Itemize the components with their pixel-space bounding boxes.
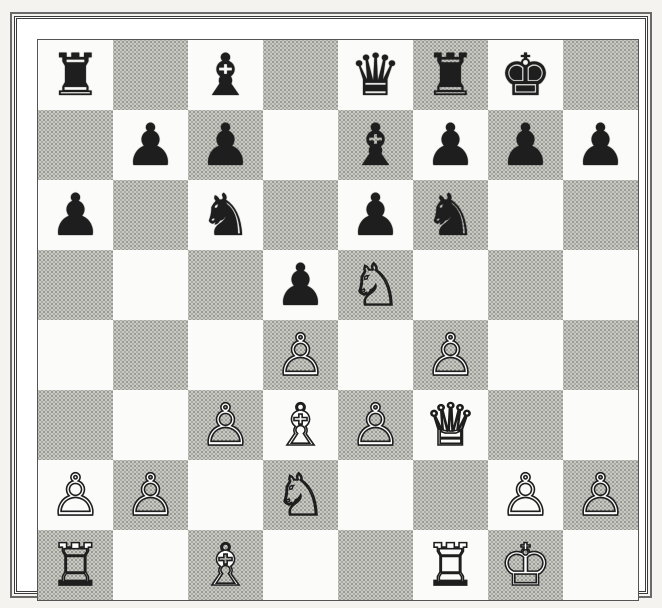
square-d7[interactable] — [263, 110, 338, 180]
square-d4[interactable]: ♙ — [263, 320, 338, 390]
black-pawn-icon[interactable]: ♟ — [275, 256, 327, 314]
square-d3[interactable]: ♗ — [263, 390, 338, 460]
square-h8[interactable] — [563, 40, 638, 110]
white-pawn-icon[interactable]: ♙ — [200, 396, 252, 454]
chess-board[interactable]: ♜ ♝ ♛ ♜ ♚ ♟ ♟ ♝ ♟ ♟ ♟ ♟ ♞ ♟ ♞ ♟ ♘ ♙ ♙ ♙ ♗ ♙ ♕ ♙ ♙ ♘ ♙ ♙ ♖ ♗ ♖ ♔ — [37, 39, 639, 601]
square-e5[interactable]: ♘ — [338, 250, 413, 320]
square-e7[interactable]: ♝ — [338, 110, 413, 180]
square-b2[interactable]: ♙ — [113, 460, 188, 530]
white-bishop-icon[interactable]: ♗ — [200, 536, 252, 594]
square-c6[interactable]: ♞ — [188, 180, 263, 250]
white-knight-icon[interactable]: ♘ — [350, 256, 402, 314]
square-b5[interactable] — [113, 250, 188, 320]
white-pawn-icon[interactable]: ♙ — [425, 326, 477, 384]
square-c1[interactable]: ♗ — [188, 530, 263, 600]
square-a8[interactable]: ♜ — [38, 40, 113, 110]
square-g7[interactable]: ♟ — [488, 110, 563, 180]
square-b8[interactable] — [113, 40, 188, 110]
black-rook-icon[interactable]: ♜ — [425, 46, 477, 104]
square-h3[interactable] — [563, 390, 638, 460]
square-h7[interactable]: ♟ — [563, 110, 638, 180]
white-pawn-icon[interactable]: ♙ — [350, 396, 402, 454]
black-king-icon[interactable]: ♚ — [500, 46, 552, 104]
square-e2[interactable] — [338, 460, 413, 530]
square-f6[interactable]: ♞ — [413, 180, 488, 250]
square-g5[interactable] — [488, 250, 563, 320]
square-b7[interactable]: ♟ — [113, 110, 188, 180]
square-f8[interactable]: ♜ — [413, 40, 488, 110]
white-rook-icon[interactable]: ♖ — [50, 536, 102, 594]
white-pawn-icon[interactable]: ♙ — [500, 466, 552, 524]
square-e3[interactable]: ♙ — [338, 390, 413, 460]
square-d1[interactable] — [263, 530, 338, 600]
square-f7[interactable]: ♟ — [413, 110, 488, 180]
square-g6[interactable] — [488, 180, 563, 250]
white-pawn-icon[interactable]: ♙ — [275, 326, 327, 384]
square-c7[interactable]: ♟ — [188, 110, 263, 180]
square-g3[interactable] — [488, 390, 563, 460]
square-b6[interactable] — [113, 180, 188, 250]
black-bishop-icon[interactable]: ♝ — [200, 46, 252, 104]
square-h1[interactable] — [563, 530, 638, 600]
white-queen-icon[interactable]: ♕ — [425, 396, 477, 454]
square-b3[interactable] — [113, 390, 188, 460]
square-a2[interactable]: ♙ — [38, 460, 113, 530]
square-a7[interactable] — [38, 110, 113, 180]
square-h5[interactable] — [563, 250, 638, 320]
square-h4[interactable] — [563, 320, 638, 390]
white-knight-icon[interactable]: ♘ — [275, 466, 327, 524]
square-a3[interactable] — [38, 390, 113, 460]
square-b1[interactable] — [113, 530, 188, 600]
square-c5[interactable] — [188, 250, 263, 320]
white-bishop-icon[interactable]: ♗ — [275, 396, 327, 454]
square-d6[interactable] — [263, 180, 338, 250]
square-g4[interactable] — [488, 320, 563, 390]
black-queen-icon[interactable]: ♛ — [350, 46, 402, 104]
square-b4[interactable] — [113, 320, 188, 390]
square-d5[interactable]: ♟ — [263, 250, 338, 320]
square-c8[interactable]: ♝ — [188, 40, 263, 110]
square-a4[interactable] — [38, 320, 113, 390]
square-f5[interactable] — [413, 250, 488, 320]
black-pawn-icon[interactable]: ♟ — [350, 186, 402, 244]
square-f4[interactable]: ♙ — [413, 320, 488, 390]
black-pawn-icon[interactable]: ♟ — [200, 116, 252, 174]
square-e8[interactable]: ♛ — [338, 40, 413, 110]
square-f3[interactable]: ♕ — [413, 390, 488, 460]
square-h2[interactable]: ♙ — [563, 460, 638, 530]
square-f1[interactable]: ♖ — [413, 530, 488, 600]
white-pawn-icon[interactable]: ♙ — [50, 466, 102, 524]
square-g1[interactable]: ♔ — [488, 530, 563, 600]
black-pawn-icon[interactable]: ♟ — [575, 116, 627, 174]
square-h6[interactable] — [563, 180, 638, 250]
black-knight-icon[interactable]: ♞ — [200, 186, 252, 244]
black-pawn-icon[interactable]: ♟ — [425, 116, 477, 174]
square-g8[interactable]: ♚ — [488, 40, 563, 110]
black-pawn-icon[interactable]: ♟ — [50, 186, 102, 244]
square-c2[interactable] — [188, 460, 263, 530]
square-c4[interactable] — [188, 320, 263, 390]
square-g2[interactable]: ♙ — [488, 460, 563, 530]
square-d2[interactable]: ♘ — [263, 460, 338, 530]
white-king-icon[interactable]: ♔ — [500, 536, 552, 594]
square-a6[interactable]: ♟ — [38, 180, 113, 250]
square-d8[interactable] — [263, 40, 338, 110]
square-f2[interactable] — [413, 460, 488, 530]
board-frame: ♜ ♝ ♛ ♜ ♚ ♟ ♟ ♝ ♟ ♟ ♟ ♟ ♞ ♟ ♞ ♟ ♘ ♙ ♙ ♙ ♗ ♙ ♕ ♙ ♙ ♘ ♙ ♙ ♖ ♗ ♖ ♔ — [14, 16, 648, 594]
square-a1[interactable]: ♖ — [38, 530, 113, 600]
square-e6[interactable]: ♟ — [338, 180, 413, 250]
black-bishop-icon[interactable]: ♝ — [350, 116, 402, 174]
square-c3[interactable]: ♙ — [188, 390, 263, 460]
black-pawn-icon[interactable]: ♟ — [500, 116, 552, 174]
black-rook-icon[interactable]: ♜ — [50, 46, 102, 104]
white-pawn-icon[interactable]: ♙ — [125, 466, 177, 524]
black-pawn-icon[interactable]: ♟ — [125, 116, 177, 174]
white-rook-icon[interactable]: ♖ — [425, 536, 477, 594]
square-e1[interactable] — [338, 530, 413, 600]
white-pawn-icon[interactable]: ♙ — [575, 466, 627, 524]
square-e4[interactable] — [338, 320, 413, 390]
square-a5[interactable] — [38, 250, 113, 320]
black-knight-icon[interactable]: ♞ — [425, 186, 477, 244]
